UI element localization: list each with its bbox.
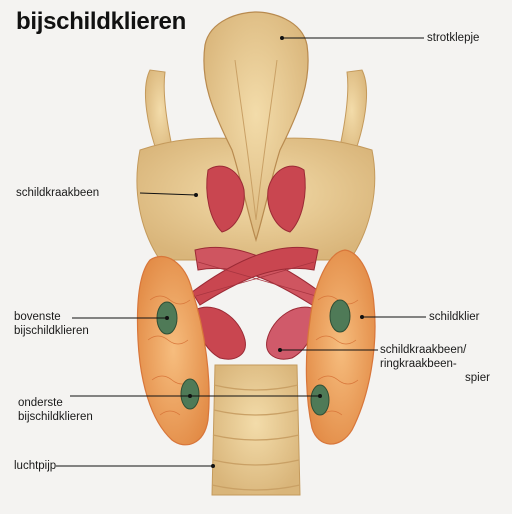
trachea: [212, 365, 300, 495]
label-bovenste-line2: bijschildklieren: [14, 324, 89, 338]
label-onderste-line2: bijschildklieren: [18, 410, 93, 424]
diagram-title: bijschildklieren: [16, 8, 186, 36]
label-bovenste-line1: bovenste: [14, 310, 61, 324]
thyroid-left-lobe: [138, 257, 210, 445]
label-onderste-line1: onderste: [18, 396, 63, 410]
parathyroid-lower-right: [311, 385, 329, 415]
label-spier-line2: ringkraakbeen-: [380, 357, 457, 371]
thyroid-right-lobe: [306, 250, 375, 444]
label-schildklier: schildklier: [429, 310, 480, 324]
parathyroid-upper-right: [330, 300, 350, 332]
label-spier-line1: schildkraakbeen/: [380, 343, 466, 357]
label-luchtpijp: luchtpijp: [14, 459, 56, 473]
label-strotklepje: strotklepje: [427, 31, 479, 45]
label-spier-line3: spier: [465, 371, 490, 385]
label-schildkraakbeen: schildkraakbeen: [16, 186, 99, 200]
